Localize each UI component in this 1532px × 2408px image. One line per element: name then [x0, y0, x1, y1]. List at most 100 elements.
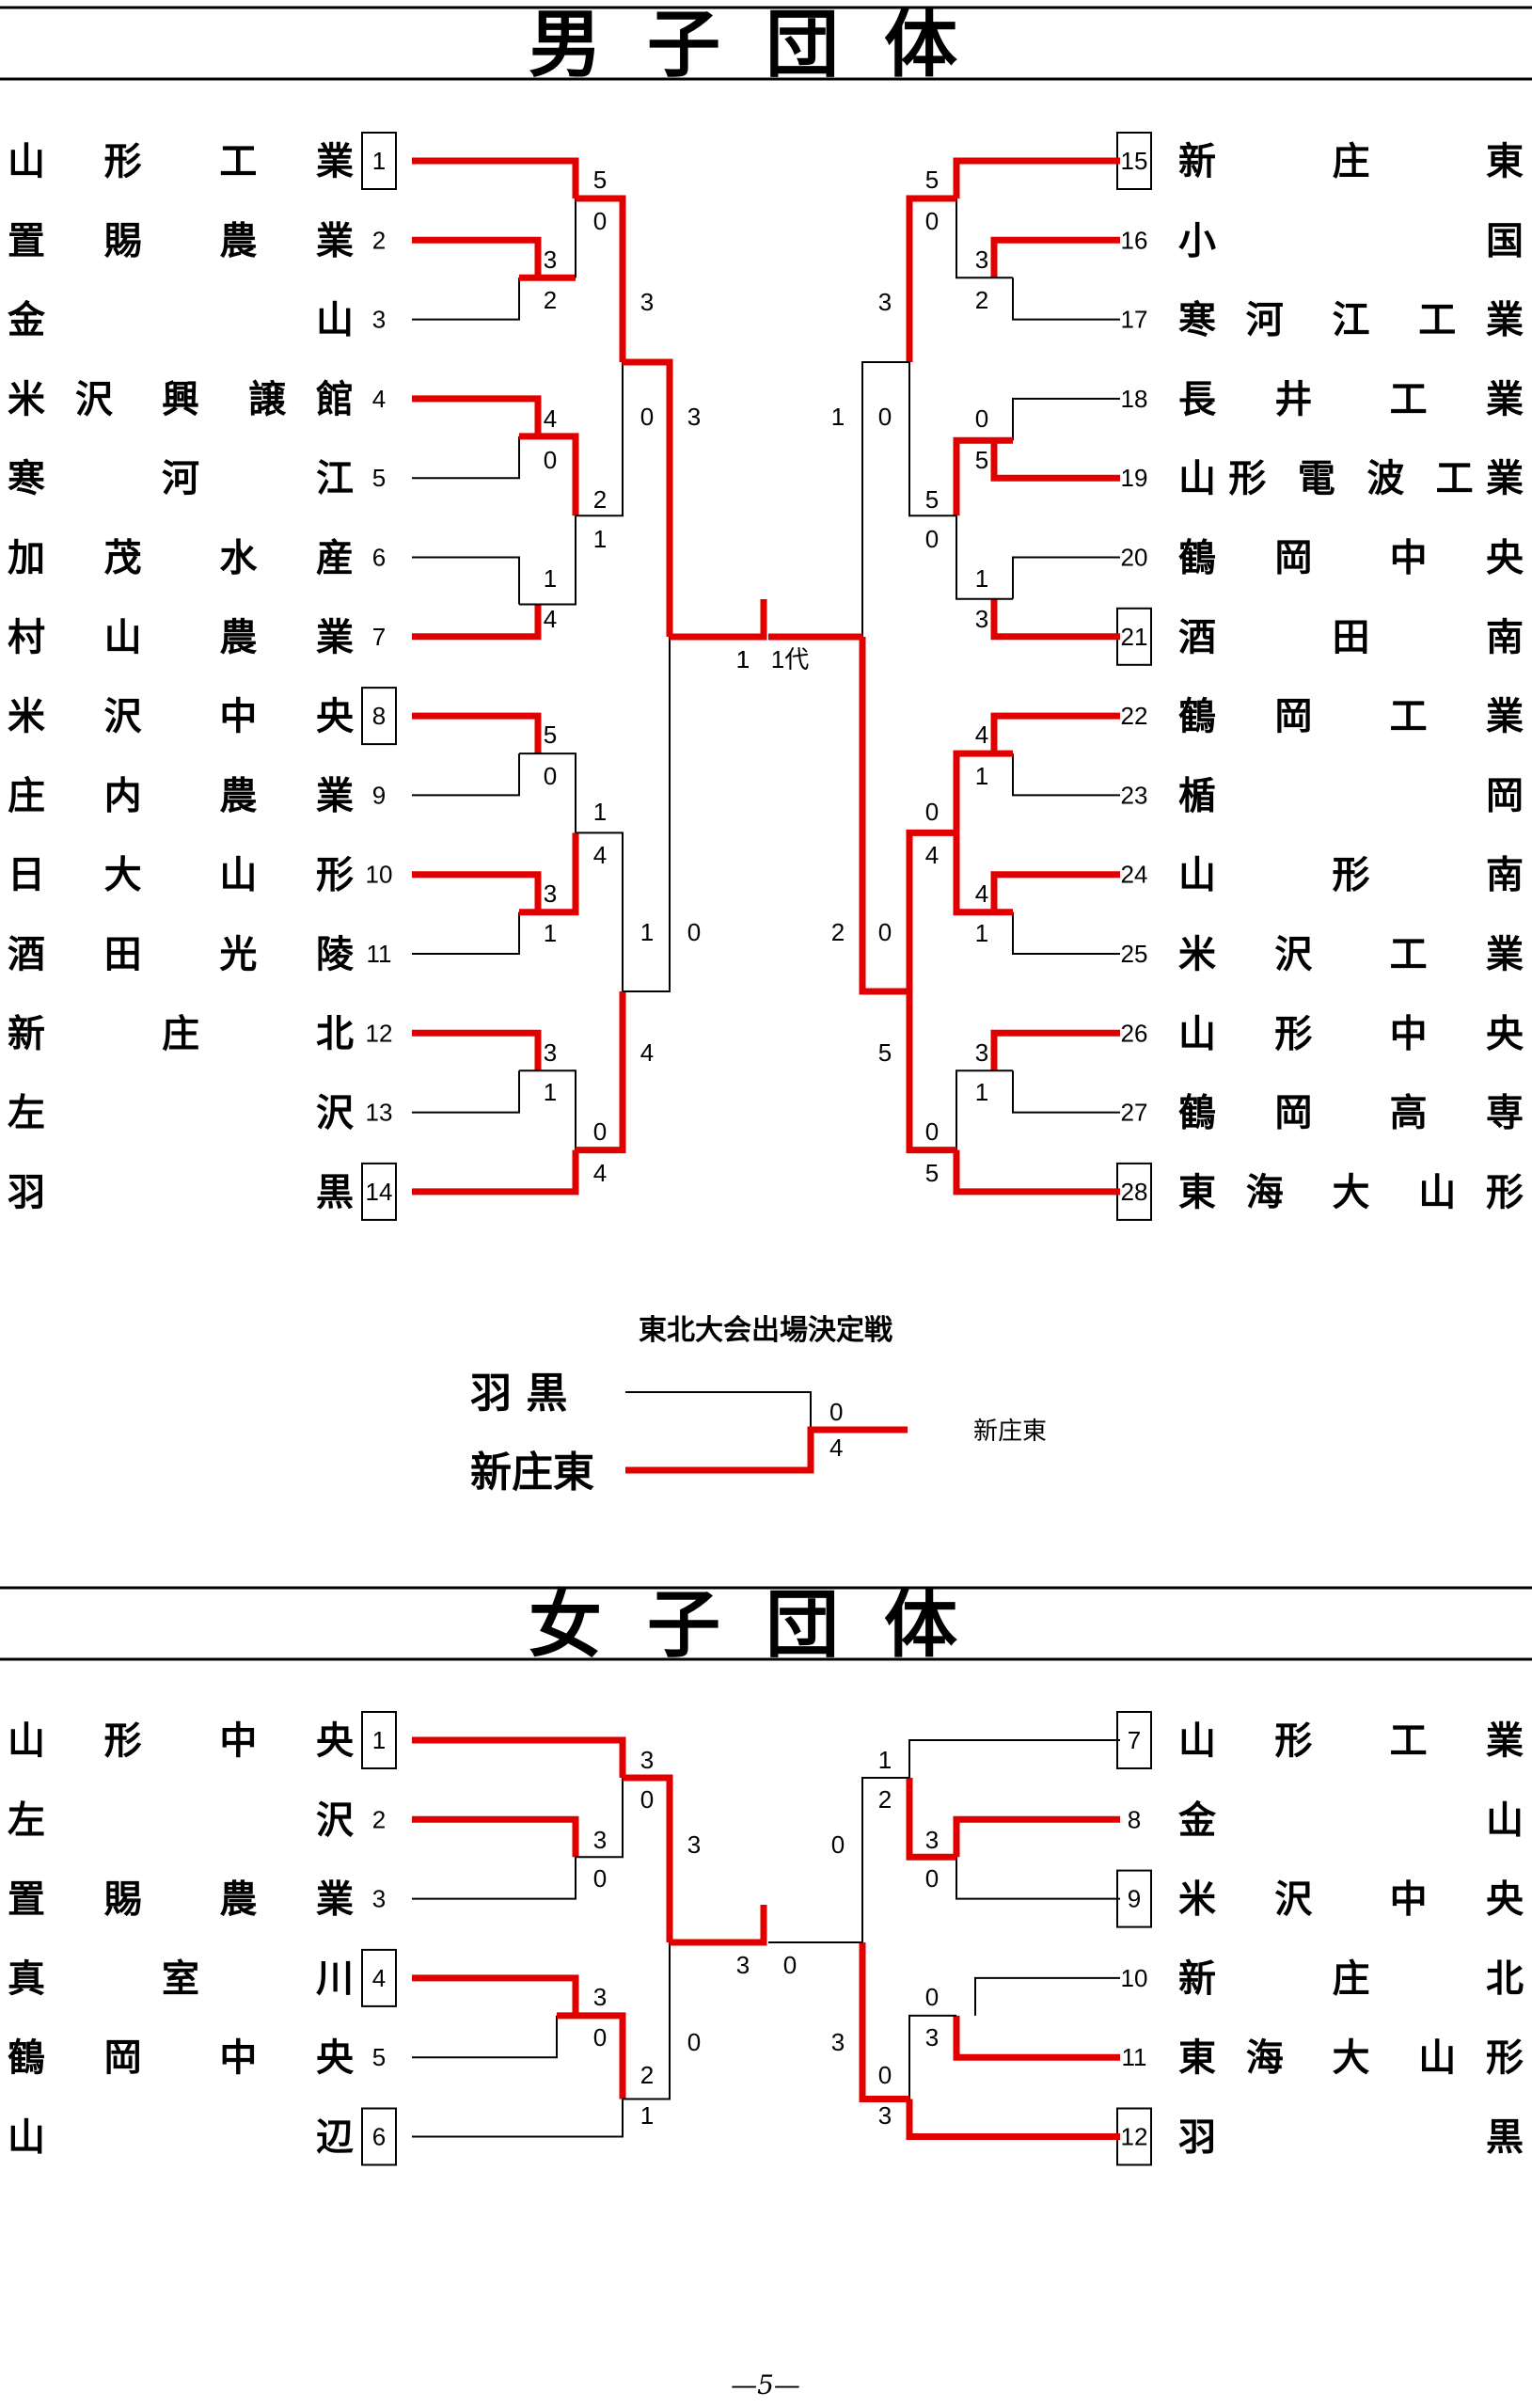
men-left-team-4-number: 4: [372, 385, 386, 413]
men-left-team-7-name: 村山農業: [8, 616, 354, 659]
women-l-line-5: [412, 2015, 558, 2059]
men-right-score: 3: [878, 288, 892, 316]
men-right-team-22-name-char: 業: [1486, 695, 1524, 738]
women-left-score: 1: [640, 2101, 654, 2130]
men-right-team-21-number: 21: [1121, 623, 1148, 651]
men-left-score: 2: [544, 286, 557, 314]
men-left-score: 1: [736, 645, 750, 673]
women-right-score: 3: [925, 1826, 939, 1854]
men-r-line-1819: [953, 436, 1013, 516]
men-r-line-2021: [956, 515, 1013, 600]
men-left-team-10-name-char: 形: [316, 854, 354, 897]
men-right-score: 0: [878, 403, 892, 431]
men-right-team-18-name-char: 長: [1178, 378, 1217, 421]
men-right-team-22-name-char: 鶴: [1178, 695, 1216, 738]
men-r-line-28: [953, 1149, 1120, 1196]
men-r-line-r2b: [908, 362, 956, 517]
women-r-line-9: [956, 1857, 1120, 1900]
men-left-team-10-name-char: 大: [104, 854, 142, 897]
women-right-team-9-name-char: 央: [1486, 1878, 1524, 1922]
women-left-score: 3: [687, 1830, 701, 1859]
men-right-team-25-name: 米沢工業: [1178, 933, 1524, 976]
women-left-team-6-seed-box: [361, 2107, 397, 2166]
women-l-line-1: [412, 1736, 626, 1778]
men-left-team-1-name-char: 山: [8, 140, 45, 183]
men-right-team-28-name: 東海大山形: [1178, 1171, 1524, 1214]
men-left-score: 0: [544, 446, 557, 474]
women-left-team-5-number: 5: [372, 2043, 386, 2071]
women-left-team-3-name-char: 農: [219, 1878, 257, 1922]
women-left-team-3-number: 3: [372, 1885, 386, 1913]
men-left-team-11-name-char: 陵: [316, 933, 354, 976]
men-left-score: 4: [544, 605, 557, 633]
men-right-team-18-name-char: 井: [1274, 378, 1312, 421]
men-right-team-26-name-char: 山: [1178, 1012, 1216, 1055]
playoff-line-top: [625, 1391, 812, 1430]
men-right-team-22-name: 鶴岡工業: [1178, 695, 1524, 738]
men-left-team-14-name: 羽黒: [8, 1171, 354, 1214]
men-left-score: 3: [687, 403, 701, 431]
women-l-line-45: [557, 2012, 626, 2099]
men-l-line-3: [412, 277, 520, 321]
men-right-score: 2: [831, 918, 845, 946]
men-left-team-2-name-char: 農: [219, 219, 257, 262]
men-left-score: 1: [544, 564, 557, 593]
men-right-team-20-name-char: 岡: [1274, 537, 1312, 580]
women-right-team-12-number: 12: [1121, 2123, 1148, 2151]
men-right-team-24-name: 山形南: [1178, 854, 1524, 897]
men-left-team-9-name-char: 内: [104, 774, 142, 817]
page-number: —5—: [731, 2369, 800, 2400]
men-right-team-28-name-char: 山: [1418, 1171, 1456, 1214]
men-r-line-22: [990, 712, 1120, 754]
men-right-team-19-name-char: 電: [1298, 457, 1335, 500]
men-left-score: 4: [640, 1038, 654, 1067]
women-left-team-6-name: 山辺: [8, 2116, 354, 2160]
men-left-team-2-name-char: 置: [8, 219, 45, 262]
men-final-score-right: 1代: [771, 645, 809, 673]
men-left-score: 5: [544, 721, 557, 749]
men-left-score: 1: [544, 1078, 557, 1106]
men-l-line-r2a: [576, 195, 626, 362]
men-r-line-25: [1012, 911, 1120, 955]
men-right-team-17-name-char: 江: [1333, 299, 1370, 342]
men-r-line-20: [1012, 556, 1120, 599]
women-left-team-5-name-char: 央: [316, 2036, 355, 2080]
women-left-score: 2: [640, 2061, 654, 2089]
men-left-team-2-name-char: 業: [316, 219, 354, 262]
men-left-team-5-name-char: 江: [316, 457, 354, 500]
men-l-line-2: [412, 236, 542, 278]
men-right-score: 1: [975, 564, 988, 593]
men-left-team-7-name-char: 業: [316, 616, 354, 659]
women-right-team-11-name-char: 海: [1246, 2036, 1284, 2080]
men-right-team-21-name-char: 酒: [1178, 616, 1216, 659]
men-right-team-28-name-char: 海: [1246, 1171, 1284, 1214]
men-l-line-5: [412, 436, 520, 480]
men-right-team-15-name-char: 新: [1178, 140, 1216, 183]
men-right-team-15-number: 15: [1121, 147, 1148, 175]
women-left-team-3-name-char: 賜: [104, 1878, 142, 1922]
men-right-team-17-name-char: 工: [1418, 299, 1456, 342]
men-right-team-17-number: 17: [1121, 306, 1148, 334]
men-right-team-19-name-char: 工: [1436, 457, 1474, 500]
men-right-score: 5: [878, 1038, 892, 1067]
men-left-team-13-number: 13: [366, 1099, 393, 1127]
women-right-team-11-name-char: 山: [1418, 2036, 1456, 2080]
men-r-line-1617: [956, 198, 1013, 279]
men-right-score: 0: [975, 404, 988, 433]
men-left-team-7-name-char: 山: [104, 616, 142, 659]
women-left-score: 3: [593, 1983, 607, 2011]
men-left-team-12-name-char: 庄: [162, 1012, 199, 1055]
men-r-line-16: [990, 236, 1120, 278]
men-right-team-23-name: 楯岡: [1178, 774, 1524, 817]
men-r-line-19: [990, 440, 1120, 482]
men-right-team-21-name: 酒田南: [1178, 616, 1524, 659]
men-right-team-19-name-char: 山: [1178, 457, 1216, 500]
women-l-line-final: [670, 1905, 767, 1946]
men-l-line-8: [412, 712, 542, 754]
women-left-team-1-name: 山形中央: [8, 1719, 355, 1763]
men-r-line-r2c: [906, 829, 956, 991]
men-right-score: 0: [925, 1117, 939, 1146]
women-left-team-1-name-char: 央: [316, 1719, 355, 1763]
men-left-team-13-name-char: 左: [8, 1092, 45, 1135]
women-right-team-8-name-char: 山: [1486, 1798, 1524, 1842]
